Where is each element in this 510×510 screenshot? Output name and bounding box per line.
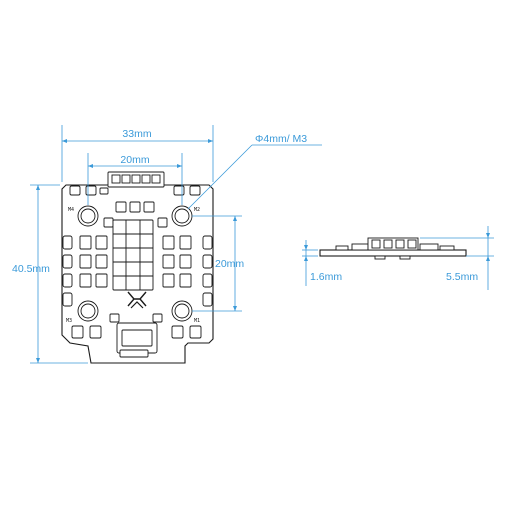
dim-label-side-height: 5.5mm (446, 271, 478, 283)
top-connector (107, 171, 165, 188)
dimension-1-6mm (302, 240, 318, 286)
side-pcb (319, 249, 467, 257)
dimension-20mm-vertical (192, 215, 242, 312)
bottom-pads (71, 313, 202, 358)
dimension-40-5mm (30, 184, 88, 364)
dimension-hole-callout (187, 144, 322, 210)
top-view-board: M4 M2 M3 M1 (61, 171, 214, 364)
dimension-33mm (61, 125, 214, 182)
dim-label-hole-spacing-v: 20mm (215, 258, 244, 270)
central-chip-grid (112, 201, 155, 291)
dimension-5-5mm (420, 226, 494, 290)
right-mosfets (157, 217, 192, 288)
dim-label-height: 40.5mm (12, 263, 50, 275)
left-mosfets (79, 217, 114, 288)
side-view-board (319, 237, 467, 260)
dimension-20mm-horizontal (87, 153, 183, 205)
mounting-holes (77, 205, 193, 322)
logo-mark (127, 291, 147, 309)
silk-bottom-right: M1 (194, 318, 200, 324)
dim-label-thickness: 1.6mm (310, 271, 342, 283)
silk-bottom-left: M3 (66, 318, 72, 324)
top-edge-pads (69, 185, 201, 196)
dim-label-width: 33mm (122, 128, 151, 140)
right-motor-pads (202, 235, 213, 307)
dim-label-hole-spacing-h: 20mm (120, 154, 149, 166)
dim-label-hole: Φ4mm/ M3 (255, 133, 307, 145)
silk-top-right: M2 (194, 207, 200, 213)
silk-top-left: M4 (68, 207, 74, 213)
left-motor-pads (62, 235, 73, 307)
